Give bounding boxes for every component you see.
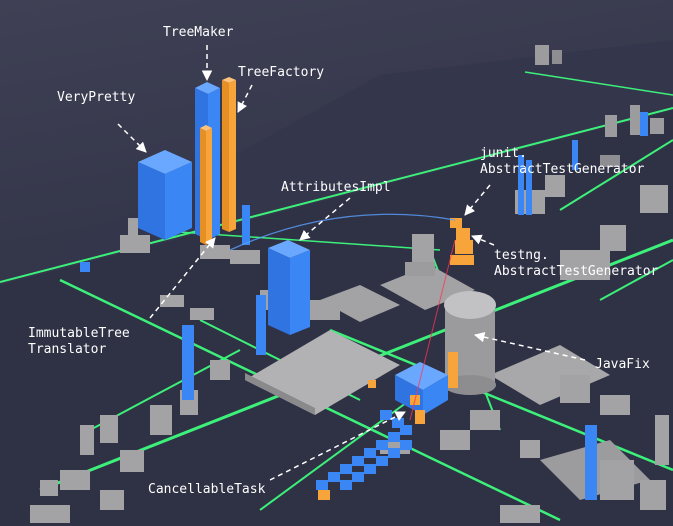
plaza-front	[245, 373, 315, 415]
label-verypretty: VeryPretty	[57, 90, 136, 105]
label-testng: testng. AbstractTestGenerator	[494, 248, 658, 280]
cancellable-task-strip	[316, 380, 425, 500]
blue-tower-right	[585, 425, 597, 500]
label-treemaker: TreeMaker	[163, 25, 234, 40]
label-junit-line2: AbstractTestGenerator	[480, 162, 645, 177]
dependency-line	[409, 239, 456, 421]
label-junit-line1: junit.	[480, 146, 527, 161]
verypretty-building	[138, 150, 192, 240]
label-cancellabletask: CancellableTask	[148, 482, 266, 497]
plaza-mid	[320, 285, 400, 322]
blue-tower-left	[182, 325, 194, 400]
treefactory-building	[222, 77, 236, 232]
orange-tower-center	[448, 352, 458, 388]
label-testng-line1: testng.	[494, 248, 549, 263]
plaza-right	[490, 345, 610, 405]
label-testng-line2: AbstractTestGenerator	[494, 264, 659, 279]
label-immutable-line2: Translator	[28, 342, 107, 357]
label-javafix: JavaFix	[595, 357, 650, 372]
label-treefactory: TreeFactory	[238, 65, 325, 80]
blue-tower-mid	[256, 295, 266, 355]
label-junit: junit. AbstractTestGenerator	[480, 146, 644, 178]
annotation-arrows	[117, 45, 586, 481]
right-district	[380, 375, 669, 523]
far-district	[515, 45, 668, 280]
dependency-curve	[229, 213, 456, 251]
blue-tower-small-1	[242, 205, 250, 245]
immutable-tree-translator-building	[200, 125, 212, 245]
testgen-district	[405, 218, 474, 276]
label-attributesimpl: AttributesImpl	[281, 180, 391, 195]
label-immutable-tree-translator: ImmutableTree Translator	[28, 326, 130, 358]
attributesimpl-building	[268, 240, 310, 335]
label-immutable-line1: ImmutableTree	[28, 326, 130, 341]
